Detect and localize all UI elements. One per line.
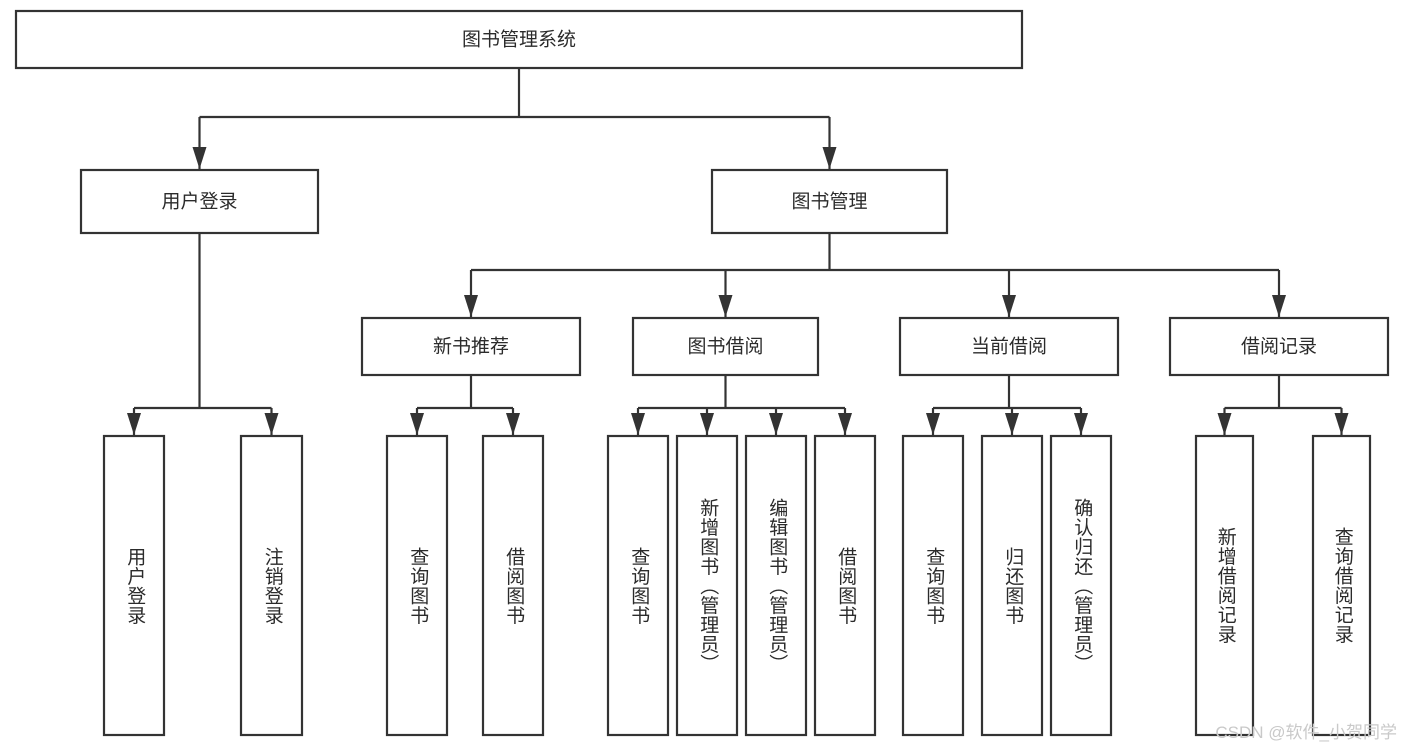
arrow-down-icon [822, 147, 837, 169]
node-box-current-borrow[interactable] [898, 316, 1120, 377]
arrow-down-icon [838, 413, 852, 435]
node-label-new-book-rec: 新书推荐 [433, 336, 509, 358]
boxes-layer [14, 9, 1390, 737]
arrow-down-icon [769, 413, 783, 435]
node-box-leaf-add-record[interactable] [1194, 434, 1255, 737]
node-box-leaf-confirm-return[interactable] [1049, 434, 1113, 737]
node-box-leaf-logout[interactable] [239, 434, 304, 737]
arrow-down-icon [264, 413, 279, 435]
arrow-down-icon [718, 295, 733, 317]
arrow-down-icon [631, 413, 645, 435]
node-box-leaf-query-book-3[interactable] [901, 434, 965, 737]
arrow-down-icon [410, 413, 424, 435]
arrow-down-icon [1334, 413, 1349, 435]
watermark-text: CSDN @软件_小贺同学 [1215, 723, 1397, 742]
arrow-down-icon [1217, 413, 1232, 435]
arrow-down-icon [192, 147, 207, 169]
arrow-down-icon [1074, 413, 1088, 435]
node-box-leaf-add-book[interactable] [675, 434, 739, 737]
arrow-down-icon [1005, 413, 1019, 435]
node-box-borrow-record[interactable] [1168, 316, 1390, 377]
node-box-user-login[interactable] [79, 168, 320, 235]
node-box-book-borrow[interactable] [631, 316, 820, 377]
arrow-down-icon [926, 413, 940, 435]
node-box-leaf-query-book-1[interactable] [385, 434, 449, 737]
arrow-down-icon [1272, 295, 1286, 317]
arrow-down-icon [464, 295, 478, 317]
node-label-book-borrow: 图书借阅 [687, 336, 763, 358]
arrow-down-icon [506, 413, 520, 435]
arrow-down-icon [700, 413, 714, 435]
node-box-title[interactable] [14, 9, 1024, 70]
node-box-leaf-query-book-2[interactable] [606, 434, 670, 737]
node-box-leaf-query-record[interactable] [1311, 434, 1372, 737]
arrow-down-icon [127, 413, 141, 435]
node-box-leaf-return-book[interactable] [980, 434, 1044, 737]
node-box-leaf-borrow-book-1[interactable] [481, 434, 545, 737]
node-label-current-borrow: 当前借阅 [971, 336, 1047, 358]
node-box-leaf-edit-book[interactable] [744, 434, 808, 737]
node-box-new-book-rec[interactable] [360, 316, 582, 377]
node-box-leaf-user-login[interactable] [102, 434, 166, 737]
node-box-leaf-borrow-book-2[interactable] [813, 434, 877, 737]
arrow-down-icon [1002, 295, 1016, 317]
node-label-title: 图书管理系统 [462, 29, 576, 51]
node-label-book-manage: 图书管理 [791, 191, 867, 213]
node-box-book-manage[interactable] [710, 168, 949, 235]
connectors-layer [127, 68, 1349, 435]
node-label-user-login: 用户登录 [161, 191, 237, 213]
node-label-borrow-record: 借阅记录 [1241, 336, 1317, 358]
